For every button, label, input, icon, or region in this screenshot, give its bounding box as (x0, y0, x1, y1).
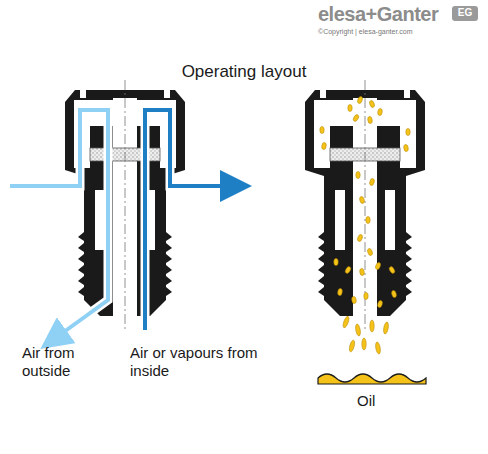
copyright-note: ©Copyright | elesa-ganter.com (318, 28, 413, 36)
flow-label: Air or vapours from inside (130, 344, 270, 380)
air-in-flow (10, 110, 108, 342)
air-out-flow (145, 110, 240, 330)
oil-surface (318, 374, 426, 384)
logo-text: elesa+Ganter (318, 2, 438, 26)
flow-label: Air from outside (22, 344, 118, 380)
oil-droplets (320, 96, 410, 354)
logo-badge-text: EG (452, 7, 478, 19)
diagram-title: Operating layout (0, 62, 488, 82)
oil-label: Oil (357, 392, 375, 410)
logo-badge (452, 6, 478, 21)
